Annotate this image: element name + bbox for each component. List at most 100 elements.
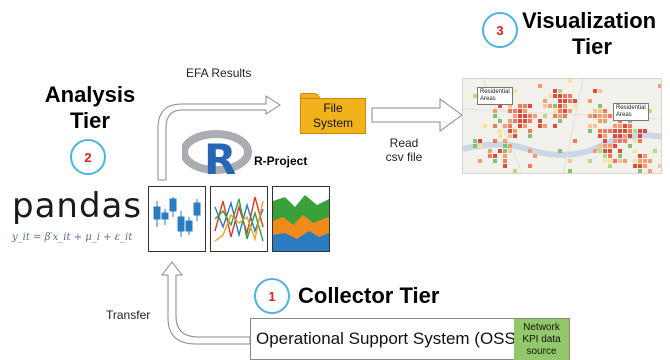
heatmap-cell	[628, 134, 632, 138]
heatmap-cell	[518, 114, 522, 118]
heatmap-cell	[598, 149, 602, 153]
heatmap-cell	[613, 134, 617, 138]
heatmap-cell	[633, 164, 637, 168]
panel-regression-formula: y_it = β′x_it + μ_i + ε_it	[12, 232, 133, 243]
heatmap-cell	[528, 164, 532, 168]
heatmap-cell	[543, 114, 547, 118]
heatmap-cell	[603, 154, 607, 158]
heatmap-cell	[633, 149, 637, 153]
folder-icon	[300, 93, 320, 99]
read-csv-arrow	[371, 98, 463, 132]
heatmap-cell	[518, 119, 522, 123]
heatmap-cell	[543, 124, 547, 128]
heatmap-cell	[628, 124, 632, 128]
heatmap-cell	[573, 104, 577, 108]
heatmap-cell	[508, 104, 512, 108]
heatmap-cell	[473, 139, 477, 143]
heatmap-cell	[653, 149, 657, 153]
heatmap-cell	[593, 124, 597, 128]
heatmap-cell	[603, 159, 607, 163]
heatmap-cell	[548, 94, 552, 98]
heatmap-cell	[633, 139, 637, 143]
heatmap-cell	[508, 149, 512, 153]
heatmap-cell	[643, 154, 647, 158]
heatmap-cell	[613, 124, 617, 128]
heatmap-cell	[598, 109, 602, 113]
heatmap-cell	[608, 154, 612, 158]
heatmap-cell	[623, 124, 627, 128]
heatmap-cell	[558, 119, 562, 123]
heatmap-cell	[503, 124, 507, 128]
heatmap-cell	[493, 154, 497, 158]
heatmap-cell	[598, 104, 602, 108]
heatmap-cell	[568, 109, 572, 113]
analysis-tier-title-line2: Tier	[70, 108, 110, 133]
collector-tier-title: Collector Tier	[298, 283, 440, 308]
file-system-line2: System	[312, 116, 353, 130]
heatmap-cell	[508, 129, 512, 133]
heatmap-cell	[623, 159, 627, 163]
heatmap-cell	[638, 129, 642, 133]
heatmap-cell	[563, 104, 567, 108]
read-csv-label-line1: Read	[389, 136, 419, 150]
heatmap-cell	[513, 119, 517, 123]
heatmap-cell	[603, 119, 607, 123]
heatmap-cell	[618, 159, 622, 163]
heatmap-cell	[568, 94, 572, 98]
heatmap-cell	[658, 164, 661, 168]
heatmap-cell	[593, 109, 597, 113]
heatmap-cell	[493, 159, 497, 163]
r-project-label: R-Project	[254, 154, 308, 168]
heatmap-cell	[508, 134, 512, 138]
heatmap-cell	[628, 129, 632, 133]
heatmap-cell	[478, 159, 482, 163]
heatmap-cell	[633, 159, 637, 163]
file-system-folder: File System	[300, 98, 366, 134]
heatmap-cell	[523, 114, 527, 118]
heatmap-cell	[558, 114, 562, 118]
heatmap-cell	[608, 164, 612, 168]
heatmap-cell	[648, 109, 652, 113]
heatmap-cell	[618, 124, 622, 128]
transfer-arrow	[160, 261, 251, 345]
map-callout-left-line2: Areas	[480, 96, 496, 102]
heatmap-cell	[513, 109, 517, 113]
heatmap-cell	[573, 99, 577, 103]
heatmap-cell	[533, 114, 537, 118]
heatmap-cell	[603, 149, 607, 153]
heatmap-cell	[618, 139, 622, 143]
heatmap-cell	[538, 124, 542, 128]
heatmap-cell	[553, 124, 557, 128]
heatmap-cell	[588, 129, 592, 133]
heatmap-cell	[618, 149, 622, 153]
read-csv-label: Read csv file	[380, 136, 428, 164]
heatmap-cell	[523, 104, 527, 108]
heatmap-cell	[603, 129, 607, 133]
heatmap-cell	[658, 84, 661, 88]
heatmap-cell	[633, 129, 637, 133]
heatmap-cell	[603, 109, 607, 113]
heatmap-cell	[538, 119, 542, 123]
heatmap-cell	[528, 104, 532, 108]
heatmap-cell	[638, 164, 642, 168]
heatmap-cell	[598, 119, 602, 123]
heatmap-cell	[493, 114, 497, 118]
heatmap-cell	[558, 109, 562, 113]
box-plot-graphic	[153, 197, 201, 237]
heatmap-cell	[503, 139, 507, 143]
heatmap-cell	[528, 119, 532, 123]
heatmap-cell	[568, 79, 572, 83]
heatmap-cell	[608, 159, 612, 163]
heatmap-cell	[498, 129, 502, 133]
heatmap-cell	[603, 134, 607, 138]
heatmap-cell	[588, 99, 592, 103]
heatmap-cell	[598, 129, 602, 133]
heatmap-cell	[598, 114, 602, 118]
heatmap-cell	[638, 139, 642, 143]
heatmap-cell	[618, 154, 622, 158]
heatmap-cell	[508, 119, 512, 123]
heatmap-cell	[493, 109, 497, 113]
heatmap-cell	[503, 149, 507, 153]
heatmap-cell	[638, 154, 642, 158]
